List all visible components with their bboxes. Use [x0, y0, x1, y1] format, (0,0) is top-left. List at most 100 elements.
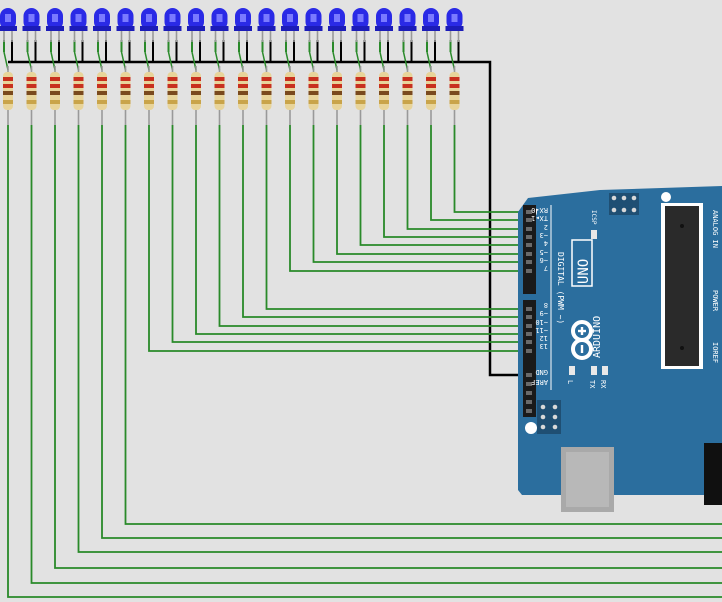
resistor-band: [238, 100, 248, 104]
resistor-band: [214, 91, 225, 95]
pin-label: ~6: [540, 256, 548, 264]
header-pin: [526, 252, 532, 256]
led: [422, 8, 440, 42]
resistor-band: [285, 100, 295, 104]
header-pin: [526, 391, 532, 395]
resistor-band: [402, 91, 413, 95]
led-highlight: [404, 14, 411, 22]
led-rim: [398, 26, 417, 31]
resistor-band: [308, 77, 319, 81]
led-tx-label: TX: [588, 380, 596, 389]
led-rim: [281, 26, 299, 31]
resistor-band: [97, 91, 107, 95]
led-rim: [69, 26, 88, 31]
led: [0, 8, 17, 42]
resistor: [26, 66, 37, 125]
led-rim: [257, 26, 276, 31]
led-highlight: [263, 14, 270, 22]
resistor-band: [332, 84, 342, 88]
led-tx-indicator: [591, 366, 597, 375]
led: [351, 8, 370, 42]
resistor-band: [3, 100, 13, 104]
pin-label: RX◂0: [531, 206, 548, 214]
led: [187, 8, 205, 42]
led-highlight: [99, 14, 105, 22]
resistor-band: [426, 84, 436, 88]
icsp-header-top: [609, 193, 639, 215]
signal-wires: [3, 40, 722, 598]
resistor: [3, 66, 13, 125]
header-pin: [526, 210, 532, 214]
resistor-band: [167, 100, 178, 104]
led-highlight: [5, 14, 11, 22]
resistor: [214, 66, 225, 125]
resistor: [332, 66, 342, 125]
pin-label: 4: [544, 239, 548, 247]
resistor-band: [144, 84, 154, 88]
resistor: [167, 66, 178, 125]
led-rim: [351, 26, 370, 31]
resistor-band: [355, 84, 366, 88]
led: [163, 8, 182, 42]
power-jack[interactable]: [704, 443, 722, 505]
pin-label: 2: [544, 223, 548, 231]
analog-label: ANALOG IN: [711, 210, 719, 248]
ground-bus-wire: [8, 60, 528, 377]
header-label: DIGITAL (PWM ~): [556, 252, 565, 324]
led-highlight: [28, 14, 35, 22]
resistor-band: [238, 84, 248, 88]
icsp-label: ICSP: [590, 210, 597, 225]
resistor-band: [261, 91, 272, 95]
resistor-band: [73, 77, 84, 81]
led-highlight: [240, 14, 246, 22]
ground-wires: [8, 40, 528, 377]
resistor-band: [261, 84, 272, 88]
resistor-band: [402, 100, 413, 104]
signal-wire: [289, 125, 528, 272]
analog-signal-wire: [30, 125, 722, 584]
signal-wire: [453, 125, 528, 213]
arduino-uno-board[interactable]: DIGITAL (PWM ~) RX◂0TX▸12~34~5~678~9~10~…: [518, 186, 722, 512]
usb-connector-inner: [566, 452, 609, 507]
power-label: POWER: [711, 290, 719, 312]
led-highlight: [146, 14, 152, 22]
resistor-band: [144, 91, 154, 95]
header-pin: [526, 307, 532, 311]
resistor-band: [285, 91, 295, 95]
resistor-band: [191, 77, 201, 81]
header-pin: [526, 340, 532, 344]
resistor: [120, 66, 131, 125]
resistor-band: [285, 84, 295, 88]
pin-label: GND: [535, 368, 548, 376]
resistor-band: [97, 84, 107, 88]
resistor-band: [308, 84, 319, 88]
header-pin: [526, 373, 532, 377]
uno-label-box: [571, 239, 593, 287]
led: [398, 8, 417, 42]
resistor-band: [26, 91, 37, 95]
resistor-band: [120, 91, 131, 95]
resistor-band: [379, 84, 389, 88]
resistor: [261, 66, 272, 125]
analog-signal-wire: [77, 125, 722, 553]
resistor-band: [3, 91, 13, 95]
resistor-band: [167, 91, 178, 95]
led: [116, 8, 135, 42]
led-rim: [116, 26, 135, 31]
led-highlight: [357, 14, 364, 22]
resistor-band: [332, 91, 342, 95]
resistor-band: [449, 77, 460, 81]
header-pin: [526, 382, 532, 386]
resistor-band: [379, 91, 389, 95]
resistor-band: [449, 100, 460, 104]
pin-label: 12: [540, 334, 548, 342]
resistor-band: [238, 91, 248, 95]
resistor-band: [3, 84, 13, 88]
resistor-band: [50, 77, 60, 81]
pin-label: ~10: [535, 318, 548, 326]
signal-wire: [265, 125, 528, 310]
led: [234, 8, 252, 42]
led: [375, 8, 393, 42]
